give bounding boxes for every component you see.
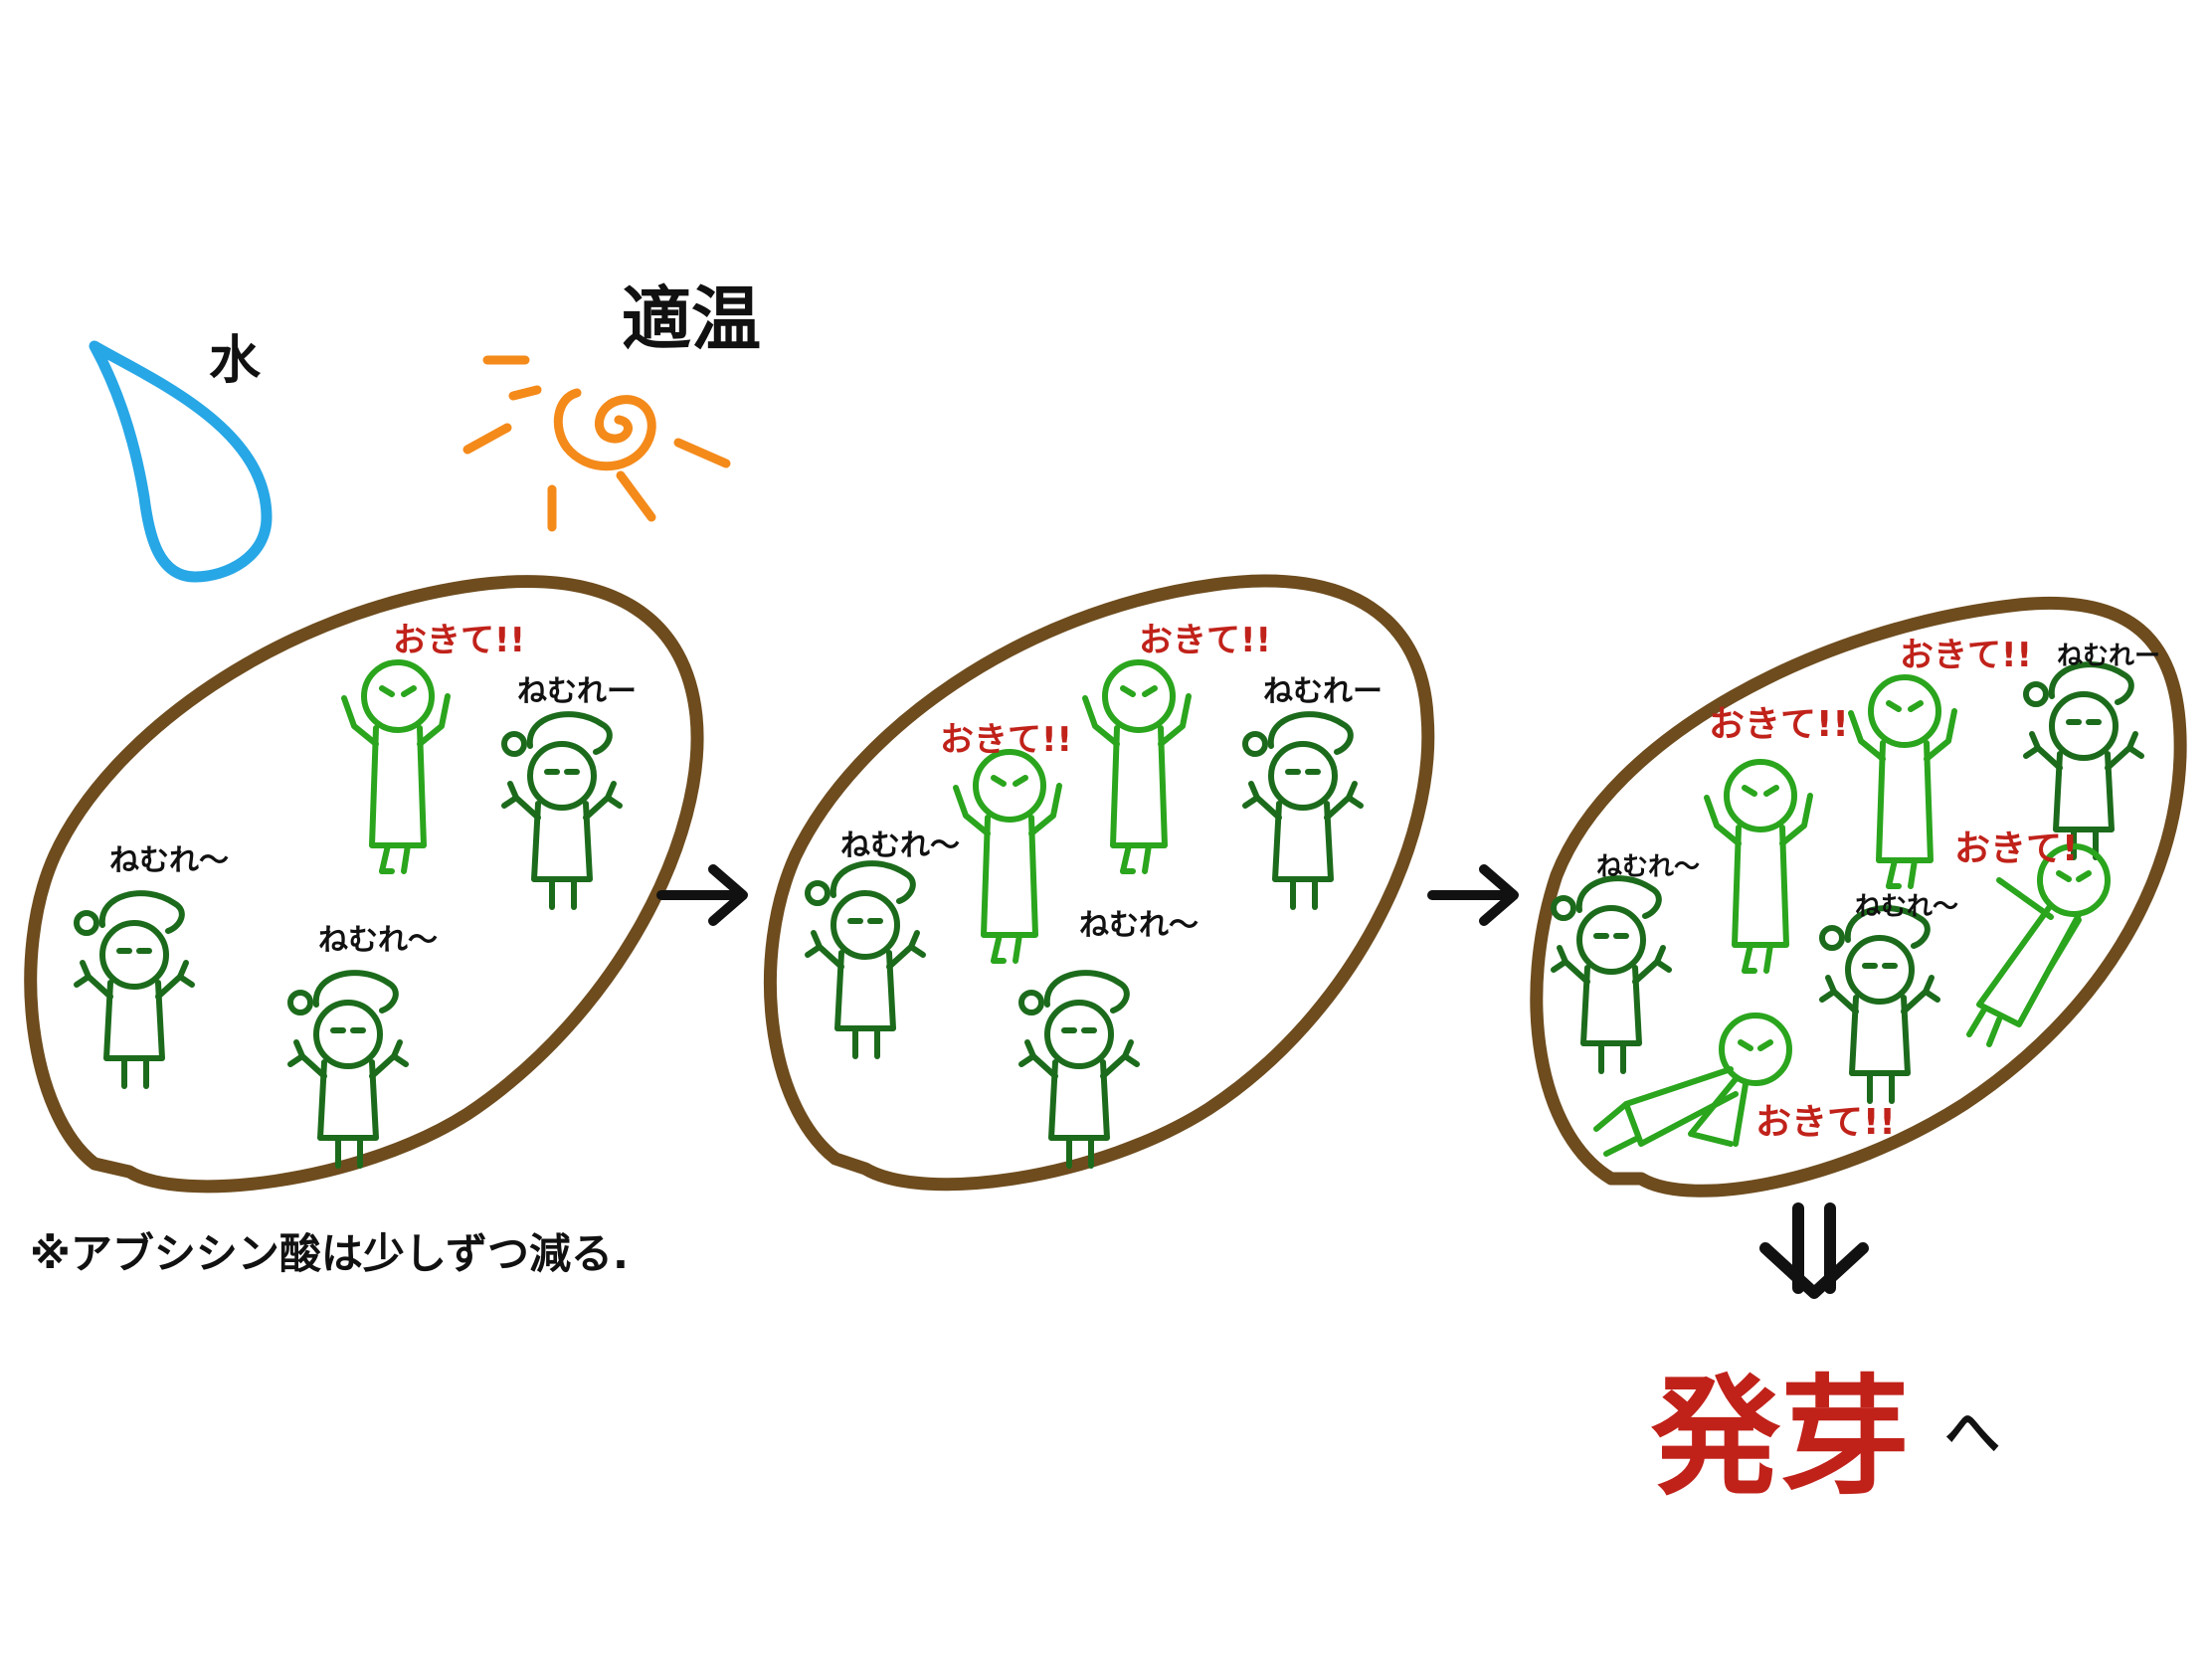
speech-sleep: ねむれ〜 bbox=[109, 843, 229, 878]
speech-wake: おきて!! bbox=[1139, 621, 1271, 660]
waking-figure bbox=[1707, 762, 1810, 971]
waking-figure bbox=[1593, 1013, 1792, 1157]
sun-icon bbox=[462, 355, 731, 532]
speech-sleep: ねむれ〜 bbox=[1855, 892, 1958, 922]
seed-outline bbox=[24, 575, 704, 1194]
water-drop-icon bbox=[89, 340, 273, 583]
speech-sleep: ねむれー bbox=[517, 674, 637, 709]
germination-result-suffix: へ bbox=[1944, 1401, 2000, 1466]
sleeping-figure bbox=[77, 893, 192, 1086]
speech-wake: おきて!! bbox=[1709, 704, 1849, 745]
waking-figure bbox=[956, 752, 1059, 961]
seed-outline bbox=[763, 574, 1435, 1192]
speech-sleep: ねむれー bbox=[1263, 674, 1382, 709]
speech-sleep: ねむれー bbox=[2057, 642, 2160, 671]
seed-stage-2: ねむれ〜 ねむれ〜 ねむれー おきて!! おきて!! bbox=[763, 574, 1435, 1192]
footnote: ※アブシシン酸は少しずつ減る. bbox=[30, 1229, 629, 1278]
sleeping-figure bbox=[504, 714, 620, 907]
temperature-label: 適温 bbox=[622, 278, 761, 360]
speech-wake: おきて!! bbox=[1755, 1102, 1896, 1143]
speech-sleep: ねむれ〜 bbox=[1596, 852, 1700, 882]
waking-figure bbox=[1085, 662, 1189, 871]
speech-sleep: ねむれ〜 bbox=[840, 829, 960, 863]
seed-stage-1: ねむれ〜 ねむれ〜 ねむれー おきて!! bbox=[24, 575, 704, 1194]
sleeping-figure bbox=[290, 973, 406, 1166]
speech-sleep: ねむれ〜 bbox=[1079, 908, 1198, 943]
sleeping-figure bbox=[1021, 973, 1137, 1166]
waking-figure bbox=[1966, 843, 2111, 1047]
speech-wake: おきて!! bbox=[393, 621, 525, 660]
sleeping-figure bbox=[808, 863, 923, 1056]
seed-stage-3: ねむれ〜 ねむれ〜 ねむれー おきて!! おきて!! おきて! おきて!! bbox=[1530, 596, 2187, 1198]
double-arrow-down-icon bbox=[1759, 1202, 1869, 1299]
sleeping-figure bbox=[1245, 714, 1361, 907]
arrow-right-icon bbox=[661, 869, 743, 921]
speech-wake: おきて!! bbox=[940, 720, 1072, 760]
speech-sleep: ねむれ〜 bbox=[318, 923, 438, 958]
waking-figure bbox=[1851, 677, 1954, 886]
sleeping-figure bbox=[1822, 908, 1937, 1101]
speech-wake: おきて! bbox=[1954, 829, 2078, 869]
speech-wake: おきて!! bbox=[1900, 636, 2032, 675]
waking-figure bbox=[344, 662, 448, 871]
sleeping-figure bbox=[1554, 878, 1669, 1071]
water-label: 水 bbox=[209, 331, 262, 391]
germination-result: 発芽 bbox=[1651, 1362, 1910, 1513]
seed-outline bbox=[1530, 596, 2187, 1198]
arrow-right-icon bbox=[1432, 869, 1514, 921]
